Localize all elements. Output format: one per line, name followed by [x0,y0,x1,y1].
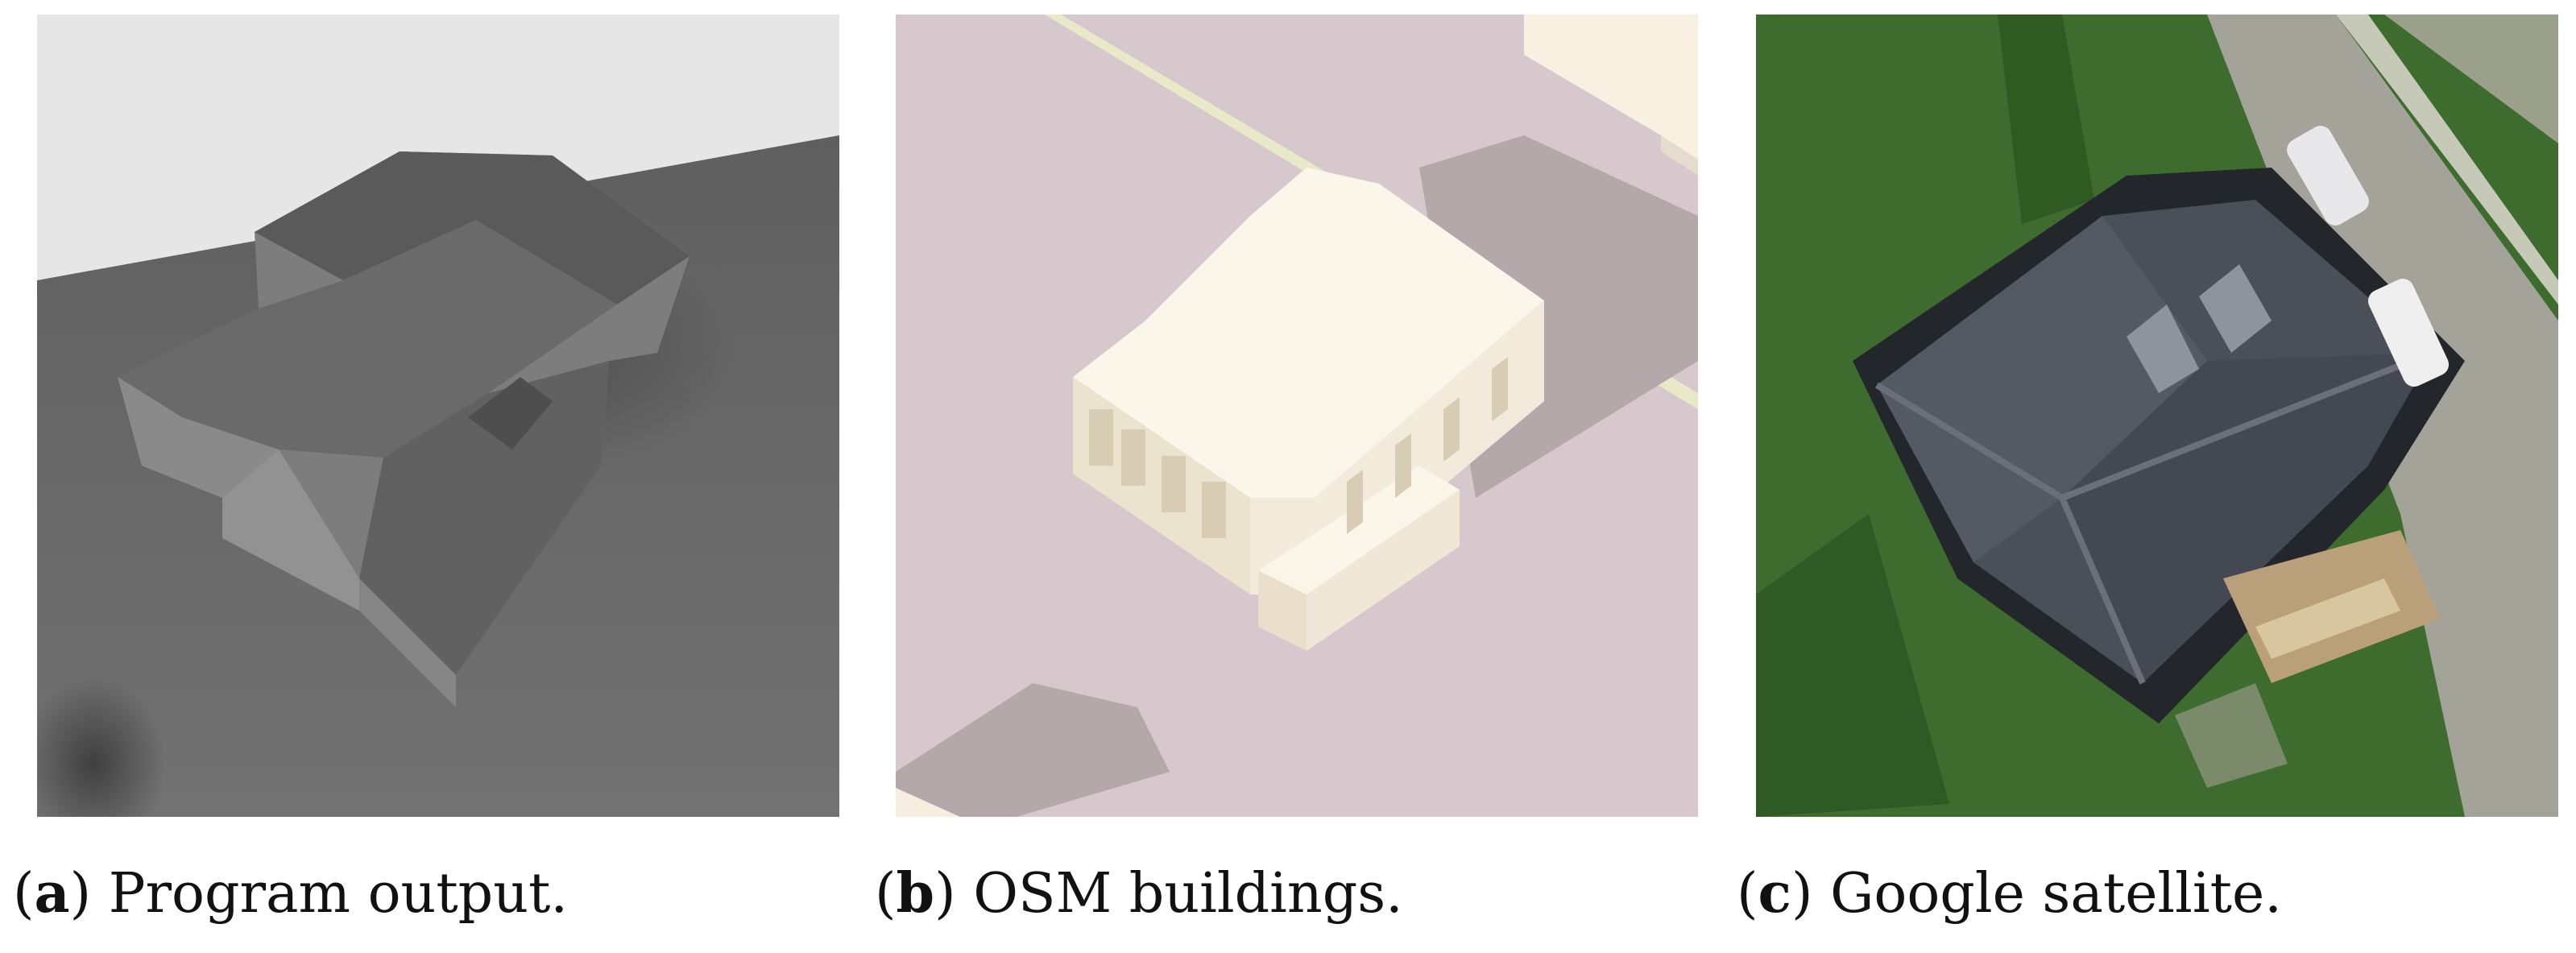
caption-a: (a) Program output. [13,861,568,926]
program-output-image [37,15,839,817]
osm-buildings-image [896,15,1698,817]
caption-b-letter: b [896,861,935,926]
caption-c-letter: c [1758,861,1791,926]
caption-b: (b) OSM buildings. [875,861,1403,926]
caption-c: (c) Google satellite. [1737,861,2282,926]
caption-b-text: OSM buildings. [973,862,1403,926]
caption-a-text: Program output. [108,862,568,926]
caption-a-letter: a [34,861,70,926]
google-satellite-image [1756,15,2558,817]
caption-c-text: Google satellite. [1830,862,2282,926]
